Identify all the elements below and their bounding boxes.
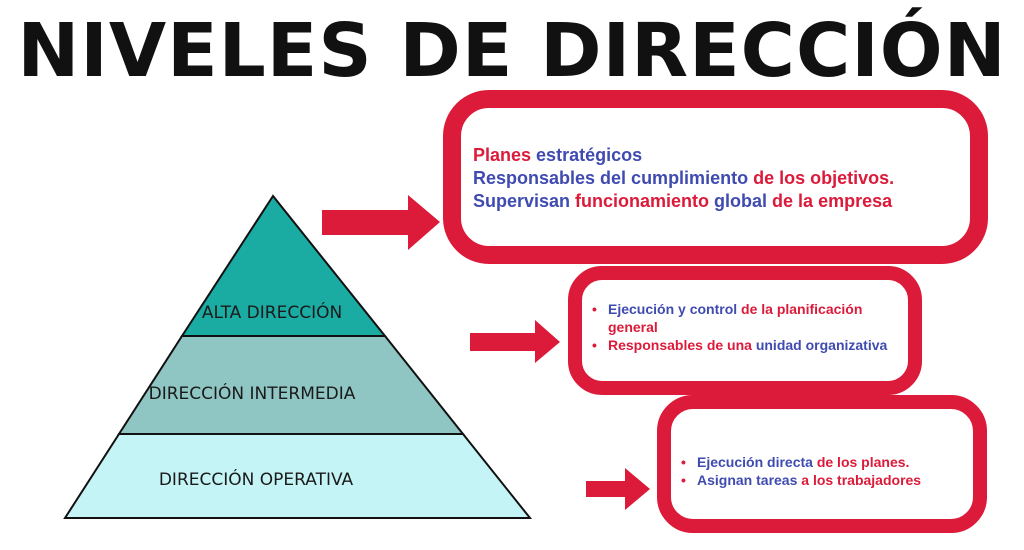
- text-segment: Responsables del cumplimiento: [473, 168, 754, 188]
- label-intermedia: DIRECCIÓN INTERMEDIA: [149, 382, 356, 404]
- arrow-icon-1: [322, 195, 440, 250]
- text-segment: Ejecución y control: [608, 301, 742, 317]
- bullet-icon: •: [592, 337, 597, 353]
- box-direccion-intermedia: • Ejecución y control de la planificación…: [568, 266, 922, 395]
- text-segment: de la planificación general: [608, 301, 863, 335]
- box-line: • Responsables de una unidad organizativa: [592, 336, 912, 354]
- box-line: Supervisan funcionamiento global de la e…: [473, 190, 894, 213]
- page-title: NIVELES DE DIRECCIÓN: [17, 8, 1007, 94]
- text-segment: de los objetivos.: [753, 168, 895, 188]
- level-operativa: [63, 433, 533, 519]
- box-line: Planes estratégicos: [473, 144, 894, 167]
- text-segment: Asignan tareas: [697, 472, 802, 488]
- text-segment: Planes: [473, 145, 537, 165]
- bullet-icon: •: [592, 301, 597, 317]
- text-segment: Responsables de una: [608, 337, 756, 353]
- text-segment: de los planes.: [816, 454, 910, 470]
- text-segment: global: [714, 191, 773, 211]
- box-line: • Ejecución directa de los planes.: [681, 453, 921, 471]
- text-segment: estratégicos: [536, 145, 643, 165]
- bullet-icon: •: [681, 454, 686, 470]
- text-segment: de la empresa: [772, 191, 893, 211]
- text-segment: a los trabajadores: [801, 472, 922, 488]
- bullet-text: Ejecución y control de la planificación …: [608, 300, 912, 336]
- label-operativa: DIRECCIÓN OPERATIVA: [159, 468, 354, 490]
- bullet-text: Responsables de una unidad organizativa: [608, 336, 887, 354]
- text-segment: funcionamiento: [575, 191, 715, 211]
- text-segment: Ejecución directa: [697, 454, 817, 470]
- box-line: • Asignan tareas a los trabajadores: [681, 471, 921, 489]
- label-alta: ALTA DIRECCIÓN: [202, 301, 342, 323]
- bullet-icon: •: [681, 472, 686, 488]
- bullet-text: Asignan tareas a los trabajadores: [697, 471, 921, 489]
- box-line: Responsables del cumplimiento de los obj…: [473, 167, 894, 190]
- box-line: • Ejecución y control de la planificación…: [592, 300, 912, 336]
- text-segment: unidad organizativa: [755, 337, 888, 353]
- arrow-icon-3: [586, 468, 650, 510]
- bullet-text: Ejecución directa de los planes.: [697, 453, 909, 471]
- text-segment: Supervisan: [473, 191, 576, 211]
- box-direccion-operativa: • Ejecución directa de los planes. • Asigna…: [657, 395, 987, 533]
- arrow-icon-2: [470, 320, 560, 363]
